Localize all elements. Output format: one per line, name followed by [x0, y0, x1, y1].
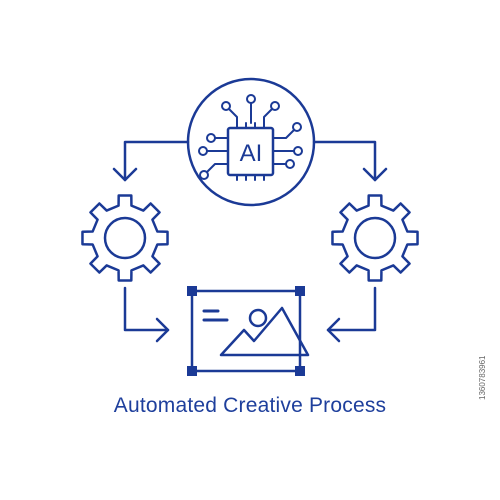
arrow-ai-to-right-gear: [312, 140, 388, 182]
arrow-ai-to-left-gear: [112, 140, 190, 182]
sun-icon: [248, 308, 268, 328]
text-lines-icon: [202, 309, 229, 322]
arrow-head: [155, 317, 170, 343]
arrow-line: [312, 140, 377, 182]
gear-icon: [331, 194, 419, 282]
circuit-nodes: [198, 94, 303, 180]
canvas-corner-handles: [187, 286, 305, 376]
arrow-head: [362, 167, 388, 182]
chip-label: AI: [240, 140, 263, 167]
right-gear: [331, 194, 419, 282]
gear-hub: [103, 216, 147, 260]
arrow-line: [326, 286, 377, 332]
ai-chip-node: AI: [186, 77, 316, 207]
circuit-traces: [206, 102, 295, 173]
chip-pins: [222, 122, 279, 181]
stock-id-label: 1360783961: [478, 355, 487, 401]
canvas-frame: [190, 289, 302, 373]
ai-chip-icon: AI: [198, 94, 303, 181]
arrow-line: [123, 286, 170, 332]
gear-icon: [81, 194, 169, 282]
left-gear: [81, 194, 169, 282]
diagram-caption: Automated Creative Process: [113, 394, 387, 417]
arrow-right-gear-to-canvas: [326, 286, 377, 343]
mountain-icon: [219, 306, 310, 357]
image-canvas-icon: [187, 286, 310, 376]
arrow-line: [123, 140, 190, 182]
arrow-head: [326, 317, 341, 343]
gear-hub: [353, 216, 397, 260]
arrow-head: [112, 167, 138, 182]
arrow-left-gear-to-canvas: [123, 286, 170, 343]
